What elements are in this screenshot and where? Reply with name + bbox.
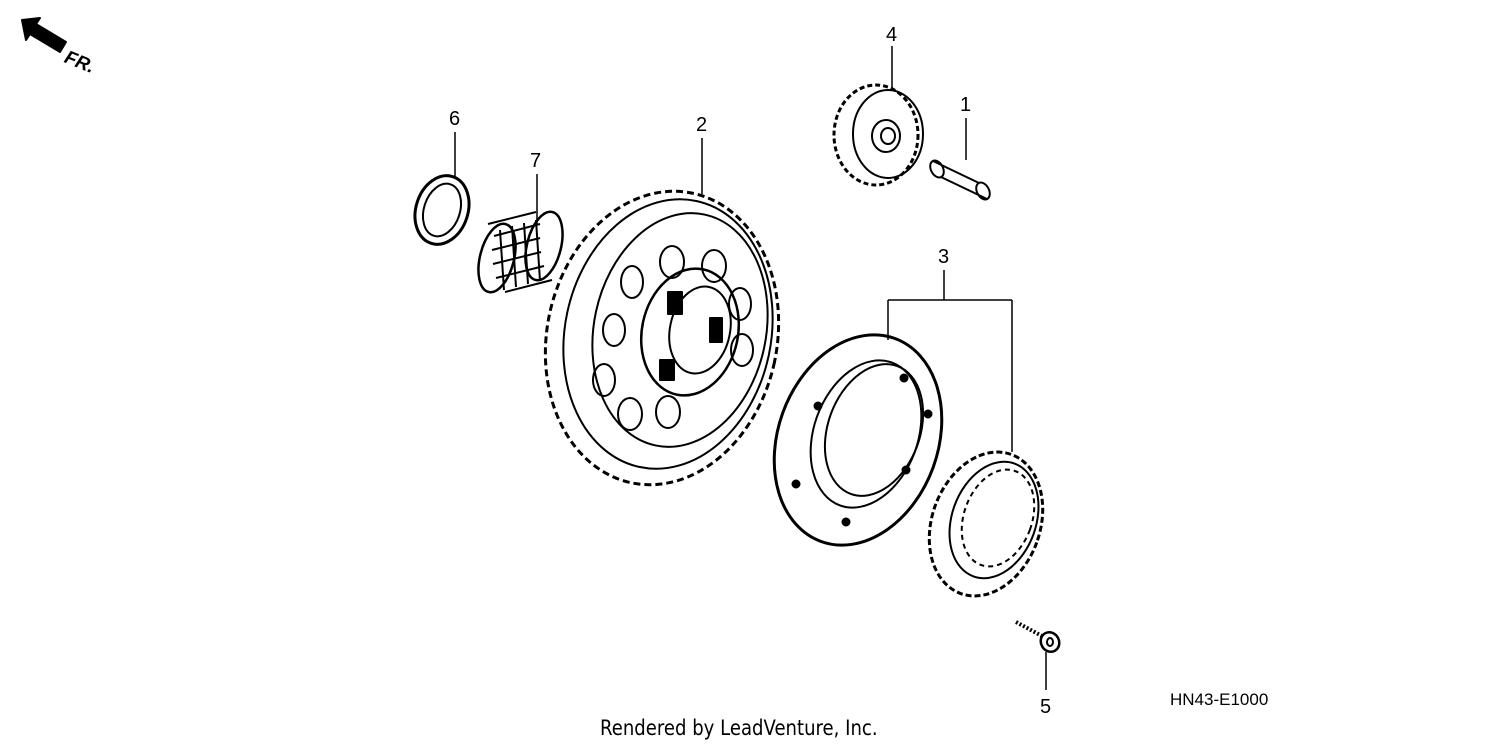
callout-1: 1 bbox=[960, 94, 972, 116]
part-2-driven-gear bbox=[543, 189, 781, 487]
callout-7: 7 bbox=[530, 150, 542, 172]
leader-lines bbox=[454, 46, 1047, 690]
diagram-code: HN43-E1000 bbox=[1170, 690, 1269, 709]
front-arrow-icon bbox=[21, 17, 67, 53]
callout-3: 3 bbox=[938, 246, 950, 268]
part-3-clutch-outer bbox=[772, 333, 944, 547]
part-5-bolt bbox=[1015, 620, 1061, 654]
part-3-bracket bbox=[887, 270, 1013, 452]
callout-2: 2 bbox=[696, 114, 708, 136]
part-7-needle-bearing bbox=[477, 210, 564, 294]
part-3-sprag-ring bbox=[927, 450, 1045, 598]
callout-4: 4 bbox=[886, 24, 898, 46]
part-1-shaft bbox=[929, 159, 991, 201]
render-credit: Rendered by LeadVenture, Inc. bbox=[600, 716, 878, 740]
part-6-washer bbox=[413, 174, 471, 246]
part-4-reduction-gear bbox=[832, 83, 924, 187]
callout-5: 5 bbox=[1040, 696, 1052, 718]
callout-6: 6 bbox=[449, 108, 461, 130]
